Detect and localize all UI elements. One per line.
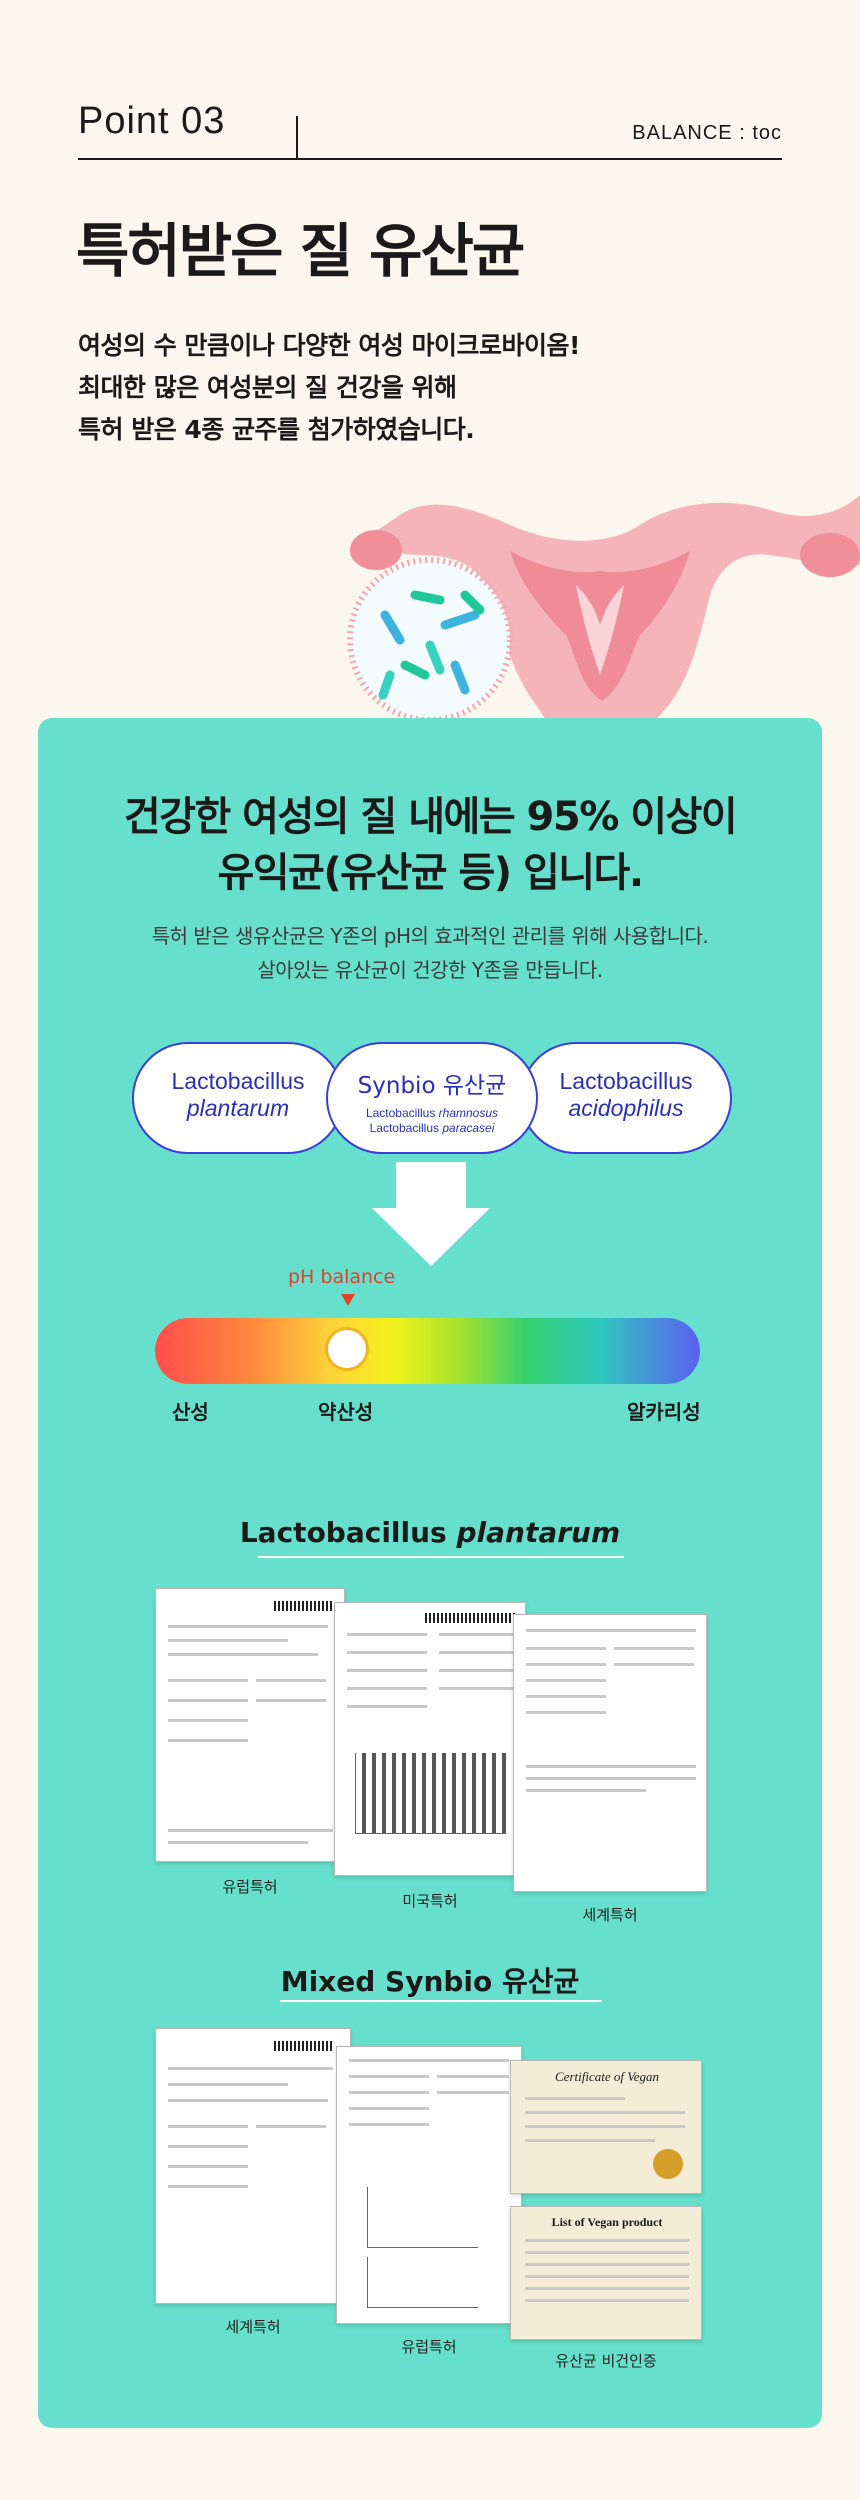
panel-sub-line-2: 살아있는 유산균이 건강한 Y존을 만듭니다.: [257, 958, 603, 982]
panel-sub-line-1: 특허 받은 생유산균은 Y존의 pH의 효과적인 관리를 위해 사용합니다.: [151, 924, 709, 948]
intro-line-3: 특허 받은 4종 균주를 첨가하였습니다.: [78, 415, 475, 444]
patent-caption: 세계특허: [225, 2318, 281, 2336]
synbio-genus-1: Lactobacillus: [365, 1106, 436, 1120]
ph-gradient-bar: [155, 1318, 700, 1384]
patent-caption: 미국특허: [402, 1892, 458, 1910]
intro-line-1: 여성의 수 만큼이나 다양한 여성 마이크로바이옴!: [78, 331, 580, 360]
ph-alkaline-label: 알카리성: [627, 1400, 701, 1424]
patent-doc-us: [334, 1602, 526, 1876]
ph-marker-icon: [341, 1294, 355, 1306]
title-italic: plantarum: [456, 1516, 621, 1549]
patent-caption: 유럽특허: [401, 2338, 457, 2356]
panel-heading-line-2: 유익균(유산균 등) 입니다.: [217, 850, 644, 896]
patent-doc-synbio-europe: [336, 2046, 522, 2324]
panel-heading-line-1: 건강한 여성의 질 내에는 95% 이상이: [123, 794, 738, 840]
strain-synbio-name: Synbio 유산균: [357, 1073, 507, 1099]
patent-doc-synbio-world: [155, 2028, 351, 2304]
patent-caption: 세계특허: [582, 1906, 638, 1924]
ph-acid-label: 산성: [172, 1400, 209, 1424]
strain-pill-synbio: Synbio 유산균 Lactobacillus rhamnosus Lacto…: [326, 1042, 538, 1154]
strain-species: plantarum: [186, 1095, 290, 1121]
ph-balance-label: pH balance: [288, 1266, 396, 1288]
synbio-species-1: rhamnosus: [438, 1106, 499, 1120]
strain-pill-plantarum: Lactobacillus plantarum: [132, 1042, 344, 1154]
section-underline: [280, 2000, 602, 2002]
bacteria-magnifier: [347, 557, 513, 723]
patents-plantarum-title: Lactobacillus plantarum: [38, 1516, 822, 1549]
ph-weak-acid-label: 약산성: [318, 1400, 374, 1424]
vegan-product-list-doc: List of Vegan product: [510, 2206, 702, 2340]
intro-line-2: 최대한 많은 여성분의 질 건강을 위해: [78, 373, 457, 402]
down-arrow-icon: [372, 1162, 490, 1266]
section-underline: [258, 1556, 624, 1558]
uterus-illustration: [350, 495, 860, 755]
title-plain: Lactobacillus: [239, 1516, 457, 1549]
synbio-genus-2: Lactobacillus: [369, 1121, 439, 1135]
strain-genus: Lactobacillus: [559, 1068, 693, 1094]
vegan-list-title: List of Vegan product: [551, 2215, 663, 2229]
brand-label: BALANCE : toc: [632, 122, 782, 144]
patent-doc-europe: [155, 1588, 345, 1862]
strain-pill-acidophilus: Lactobacillus acidophilus: [520, 1042, 732, 1154]
vegan-cert-title: Certificate of Vegan: [555, 2069, 659, 2084]
patents-synbio-title: Mixed Synbio 유산균: [280, 1965, 580, 1998]
header-underline: [78, 158, 782, 160]
vegan-certificate-doc: Certificate of Vegan: [510, 2060, 702, 2194]
point-title: Point 03: [78, 100, 226, 142]
patent-caption: 유산균 비건인증: [555, 2352, 657, 2370]
patent-caption: 유럽특허: [222, 1878, 278, 1896]
strain-genus: Lactobacillus: [171, 1068, 305, 1094]
synbio-species-2: paracasei: [442, 1121, 495, 1135]
ph-indicator-knob: [325, 1327, 369, 1371]
page-title: 특허받은 질 유산균: [76, 217, 525, 285]
header-divider: [296, 116, 298, 160]
patent-doc-world: [513, 1614, 707, 1892]
strain-species: acidophilus: [568, 1095, 684, 1121]
